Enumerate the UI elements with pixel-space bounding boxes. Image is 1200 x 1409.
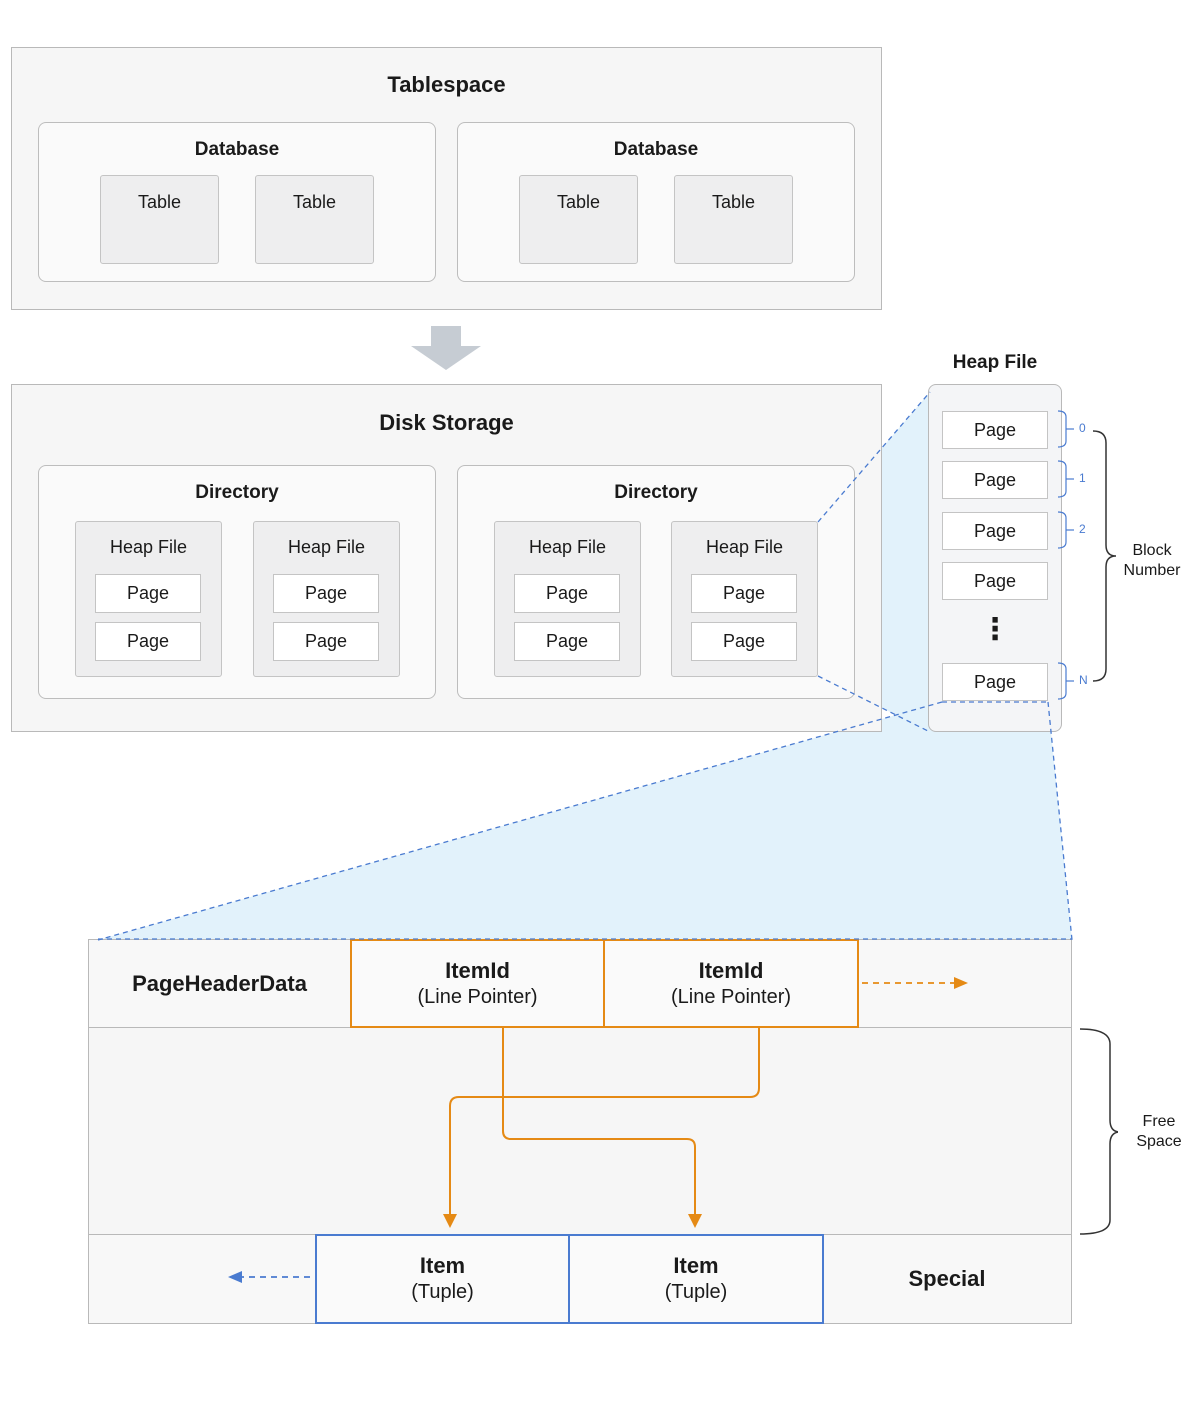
page-box: Page [95,622,201,661]
heap-page-block-1: Page [942,461,1048,499]
block-index-label: N [1079,673,1088,687]
block-index-brackets [1057,410,1074,700]
database-title: Database [194,139,280,160]
heap-page-block-n: Page [942,663,1048,701]
item-title: Item [419,1253,466,1278]
table-label: Table [292,192,337,212]
heap-file-title: Heap File [705,537,784,557]
item-tuple-cell: Item (Tuple) [568,1234,824,1324]
page-header-data-cell: PageHeaderData [88,939,351,1028]
page-box: Page [273,622,379,661]
arrowhead-right-icon [954,977,968,989]
heap-page-block-0: Page [942,411,1048,449]
page-box: Page [691,574,797,613]
item-title: Item [673,1253,719,1278]
page-box: Page [273,574,379,613]
page-box: Page [95,574,201,613]
block-number-label: Block Number [1123,542,1181,579]
table-box: Table [519,175,638,264]
heap-file-detail-title: Heap File [952,352,1038,373]
item-id-title: ItemId [445,957,510,983]
item-subtitle: (Tuple) [411,1281,474,1303]
special-label: Special [908,1266,986,1291]
table-box: Table [674,175,793,264]
table-label: Table [711,192,756,212]
page-header-data-label: PageHeaderData [132,970,307,996]
table-box: Table [255,175,374,264]
zoom-line [97,701,943,941]
item-id-subtitle: (Line Pointer) [417,985,538,1008]
special-cell: Special [822,1234,1072,1324]
table-label: Table [137,192,182,212]
tablespace-title: Tablespace [387,72,506,97]
item-tuple-cell: Item (Tuple) [315,1234,570,1324]
heap-file-title: Heap File [287,537,366,557]
table-label: Table [556,192,601,212]
block-number-brace-icon [1092,430,1117,682]
free-space-label: Free Space [1136,1113,1182,1150]
arrowhead-down-icon [688,1214,702,1228]
heap-file-title: Heap File [109,537,188,557]
block-index-label: 2 [1079,522,1086,536]
item-id-cell: ItemId (Line Pointer) [603,939,859,1028]
item-id-cell: ItemId (Line Pointer) [350,939,605,1028]
arrowhead-down-icon [443,1214,457,1228]
pointer-arrow-1 [502,1028,696,1216]
ellipsis-vertical-icon: ⋮ [980,613,1010,646]
page-box: Page [514,622,620,661]
heap-page-block-2: Page [942,512,1048,550]
directory-title: Directory [614,482,698,503]
zoom-line [817,675,931,733]
arrowhead-left-icon [228,1271,242,1283]
zoom-line [817,391,931,523]
heap-page-block-3: Page [942,562,1048,600]
pointer-arrow-2 [449,1028,760,1216]
page-box: Page [691,622,797,661]
table-box: Table [100,175,219,264]
disk-storage-title: Disk Storage [379,410,514,435]
page-box: Page [514,574,620,613]
block-index-label: 0 [1079,421,1086,435]
item-id-title: ItemId [698,957,764,983]
database-title: Database [613,139,699,160]
free-space-brace-icon [1079,1028,1118,1235]
directory-title: Directory [195,482,279,503]
block-index-label: 1 [1079,471,1086,485]
down-arrow-icon [411,326,481,370]
heap-file-title: Heap File [528,537,607,557]
zoom-line [1047,701,1073,941]
item-subtitle: (Tuple) [664,1281,728,1303]
item-id-subtitle: (Line Pointer) [670,985,792,1008]
zoom-polygon-lower [98,702,1072,940]
